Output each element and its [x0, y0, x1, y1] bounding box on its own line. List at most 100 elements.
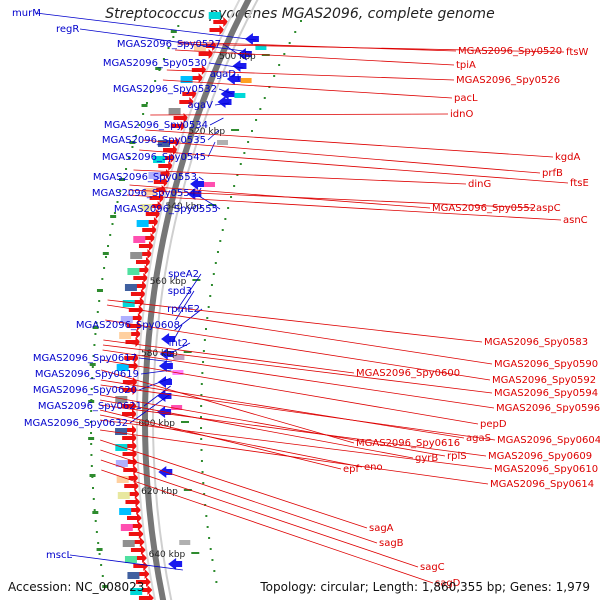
gene-label-right: MGAS2096_Spy0526 — [456, 75, 560, 86]
leader-line-left — [214, 102, 230, 106]
leader-line-left — [69, 554, 183, 571]
inner-feature-block — [179, 540, 191, 545]
gene-label-right: asnC — [563, 215, 588, 226]
reverse-feature-arrow — [123, 473, 139, 483]
gc-dot-inner — [263, 97, 266, 99]
genome-summary-text: Topology: circular; Length: 1,860,355 bp… — [260, 580, 590, 594]
reverse-feature-arrow — [135, 577, 151, 587]
leader-line-right — [99, 429, 489, 485]
cog-feature-block — [120, 316, 133, 323]
reverse-feature-arrow — [124, 489, 140, 499]
leader-line-right — [100, 379, 465, 439]
gene-label-right: sagA — [369, 523, 394, 534]
gc-dot-outer — [104, 256, 107, 258]
gene-label-left: MGAS2096_Spy0534 — [104, 120, 208, 131]
leader-line-right — [100, 449, 378, 544]
gene-label-left: spd3 — [168, 286, 192, 297]
gc-dot-outer — [128, 157, 131, 159]
gc-dot-inner — [200, 449, 203, 451]
leader-line-right — [100, 394, 446, 457]
gene-label-right: MGAS2096_Spy0590 — [494, 359, 598, 370]
gc-dot-outer — [97, 542, 100, 544]
gc-dot-inner — [200, 438, 203, 440]
gene-label-right: prfB — [542, 168, 563, 179]
gene-label-right: kgdA — [555, 152, 580, 163]
reverse-feature-arrow — [160, 153, 176, 163]
gc-tick — [89, 363, 96, 366]
forward-feature-arrow — [157, 390, 172, 402]
gc-dot-inner — [294, 31, 297, 33]
cog-feature-block — [119, 332, 132, 339]
reverse-feature-arrow — [122, 433, 138, 443]
scale-label: 500 kbp — [219, 52, 256, 62]
leader-line-right — [106, 304, 493, 365]
gc-dot-outer — [90, 432, 93, 434]
gc-dot-inner — [221, 229, 224, 231]
gene-label-right: aspC — [536, 203, 561, 214]
leader-line-right — [103, 339, 355, 374]
gc-tick — [170, 30, 177, 33]
reverse-feature-arrow — [165, 137, 181, 147]
gc-dot-outer — [145, 102, 148, 104]
gc-dot-outer — [98, 553, 101, 555]
gc-dot-inner — [200, 405, 203, 407]
leader-line-right — [133, 169, 467, 185]
gc-dot-outer — [125, 168, 128, 170]
cog-feature-block — [148, 172, 161, 179]
inner-feature-block — [234, 93, 246, 98]
gene-label-right: MGAS2096_Spy0592 — [492, 375, 596, 386]
reverse-feature-arrow — [125, 497, 141, 507]
gene-label-right: pacL — [454, 93, 478, 104]
gc-dot-outer — [134, 135, 137, 137]
cog-feature-block — [115, 444, 128, 451]
gene-label-right: sagD — [435, 578, 461, 589]
gc-dot-inner — [202, 350, 205, 352]
forward-feature-arrow — [232, 60, 247, 72]
leader-line-left — [138, 377, 172, 391]
gc-dot-inner — [200, 383, 203, 385]
gc-dot-outer — [172, 36, 175, 38]
reverse-feature-arrow — [123, 361, 139, 371]
leader-line-left — [207, 141, 216, 158]
reverse-feature-arrow — [137, 585, 153, 595]
gc-dot-inner — [227, 207, 230, 209]
reverse-feature-arrow — [124, 353, 140, 363]
gc-dot-inner — [201, 471, 204, 473]
leader-line-left — [176, 273, 202, 311]
gc-dot-outer — [149, 91, 152, 93]
gc-dot-outer — [154, 80, 157, 82]
cog-feature-block — [136, 220, 149, 227]
leader-line-right — [166, 69, 455, 81]
reverse-feature-arrow — [140, 233, 156, 243]
gc-dot-outer — [167, 47, 170, 49]
gc-dot-inner — [259, 108, 262, 110]
cog-feature-block — [133, 236, 146, 243]
gc-dot-inner — [209, 295, 212, 297]
gene-label-right: sagC — [420, 562, 445, 573]
reverse-feature-arrow — [127, 513, 143, 523]
forward-feature-arrow — [187, 188, 202, 200]
gene-label-right: MGAS2096_Spy0610 — [494, 464, 598, 475]
gene-label-left: MGAS2096_Spy0553 — [93, 172, 197, 183]
reverse-feature-arrow — [126, 505, 142, 515]
forward-feature-arrow — [159, 348, 174, 360]
leader-line-right — [107, 299, 483, 343]
forward-feature-arrow — [158, 360, 173, 372]
cog-feature-block — [115, 460, 128, 467]
gene-label-right: MGAS2096_Spy0552 — [432, 203, 536, 214]
gc-dot-outer — [90, 443, 93, 445]
gc-dot-outer — [138, 124, 141, 126]
leader-line-right — [127, 194, 562, 221]
cog-feature-block — [208, 12, 221, 19]
leader-line-right — [101, 369, 355, 444]
gc-dot-outer — [131, 146, 134, 148]
reverse-feature-arrow — [133, 561, 149, 571]
gc-dot-inner — [251, 130, 254, 132]
gene-label-left: MGAS2096_Spy0620 — [33, 385, 137, 396]
gene-label-right: pepD — [480, 419, 507, 430]
reverse-feature-arrow — [138, 241, 154, 251]
leader-line-right — [100, 404, 487, 457]
leader-line-left — [79, 28, 251, 53]
gc-dot-inner — [247, 141, 250, 143]
